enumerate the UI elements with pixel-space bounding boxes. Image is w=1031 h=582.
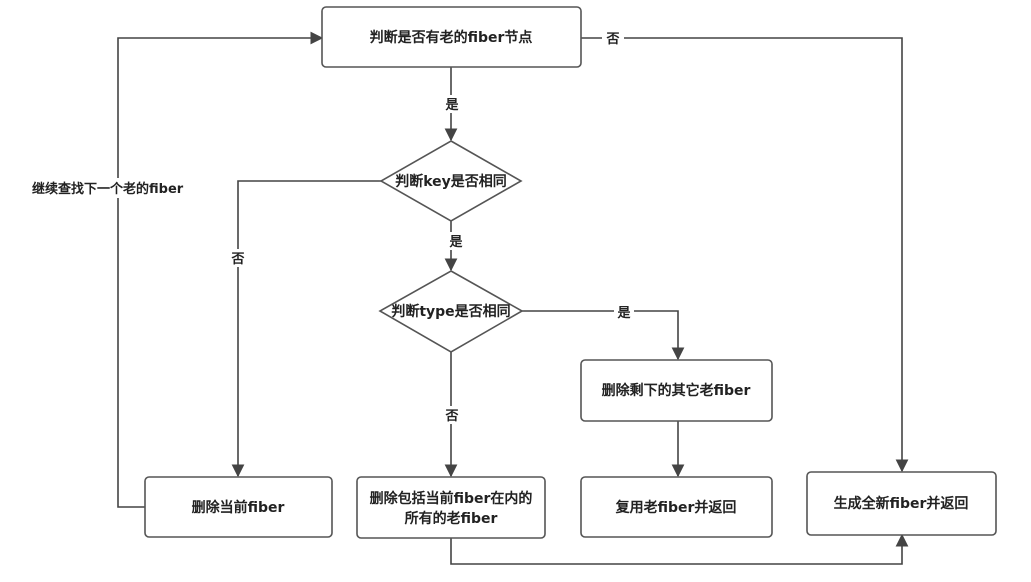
edge-key-no bbox=[231, 180, 381, 478]
node-check-type: 判断type是否相同 bbox=[378, 270, 524, 353]
edge-loop-back bbox=[117, 31, 324, 508]
node-check-key: 判断key是否相同 bbox=[379, 140, 523, 222]
label-type-yes: 是 bbox=[616, 306, 631, 321]
label-old-fiber-yes: 是 bbox=[444, 98, 459, 113]
node-delete-remaining: 删除剩下的其它老fiber bbox=[580, 359, 773, 422]
node-reuse-old-text: 复用老fiber并返回 bbox=[615, 499, 737, 516]
node-delete-remaining-text: 删除剩下的其它老fiber bbox=[602, 382, 751, 399]
edge-type-yes bbox=[522, 310, 685, 361]
node-delete-all: 删除包括当前fiber在内的 所有的老fiber bbox=[356, 476, 546, 539]
edge-delete-all-to-create bbox=[450, 533, 909, 565]
label-loop-back: 继续查找下一个老的fiber bbox=[32, 181, 184, 197]
node-create-new-text: 生成全新fiber并返回 bbox=[834, 495, 969, 512]
node-check-type-text: 判断type是否相同 bbox=[391, 303, 510, 320]
edge-old-fiber-no bbox=[581, 37, 909, 473]
node-delete-current: 删除当前fiber bbox=[144, 476, 333, 538]
label-old-fiber-no: 否 bbox=[605, 32, 619, 47]
node-reuse-old: 复用老fiber并返回 bbox=[580, 476, 773, 538]
node-create-new: 生成全新fiber并返回 bbox=[806, 471, 997, 536]
node-delete-all-text-line1: 删除包括当前fiber在内的 bbox=[370, 490, 533, 507]
node-check-old-fiber: 判断是否有老的fiber节点 bbox=[321, 6, 582, 68]
node-check-key-text: 判断key是否相同 bbox=[395, 173, 507, 190]
node-delete-all-text-line2: 所有的老fiber bbox=[405, 510, 498, 527]
label-key-yes: 是 bbox=[448, 235, 463, 250]
label-key-no: 否 bbox=[230, 252, 244, 267]
node-delete-current-text: 删除当前fiber bbox=[192, 499, 285, 516]
node-check-old-fiber-text: 判断是否有老的fiber节点 bbox=[370, 29, 533, 46]
label-type-no: 否 bbox=[444, 409, 458, 424]
